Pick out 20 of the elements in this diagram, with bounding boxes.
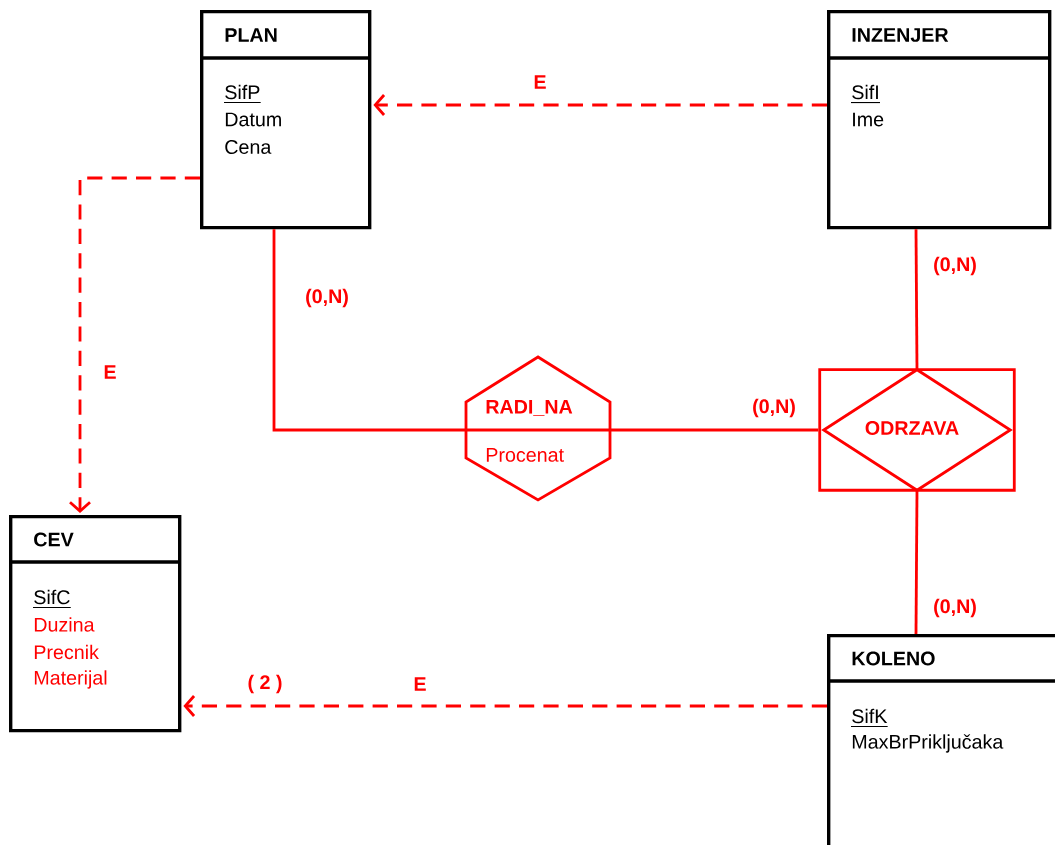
edge-label: (0,N) [750, 397, 798, 419]
edge-label: (0,N) [303, 287, 351, 309]
dashed-arrow [69, 176, 200, 513]
relationship-hexagon: RADI_NA Procenat [464, 355, 612, 502]
entity-box: KOLENO SifK MaxBrPriključaka [827, 634, 1055, 845]
cardinality-label: ( 2 ) [248, 674, 282, 694]
edge-label: E [412, 675, 428, 693]
connector-line [610, 428, 819, 432]
edge-label: E [102, 363, 118, 381]
edge-label: (0,N) [931, 597, 979, 619]
dashed-arrow [373, 94, 827, 116]
edge-label: E [532, 73, 548, 91]
edge-label: (0,N) [931, 255, 979, 277]
entity-box: PLAN SifP Datum Cena [200, 10, 372, 230]
entity-box: CEV SifC Duzina Precnik Materijal [9, 515, 182, 733]
connector-line [914, 229, 919, 370]
dashed-arrow [183, 695, 827, 717]
connector-line [272, 229, 466, 432]
connector-line [914, 490, 919, 634]
entity-box: INZENJER SifI Ime [827, 10, 1052, 230]
